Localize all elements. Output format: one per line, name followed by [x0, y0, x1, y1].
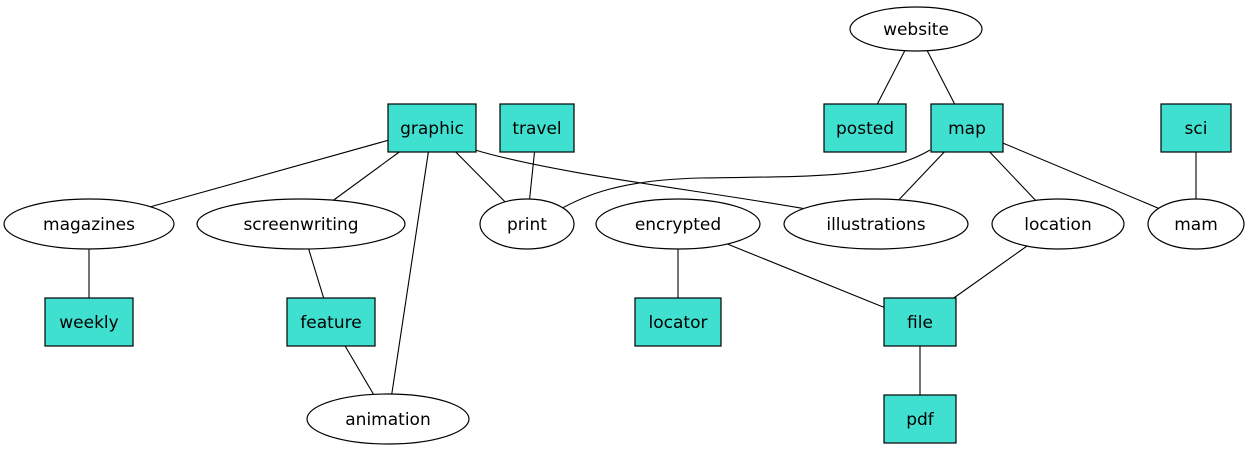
edge-graphic-print: [455, 151, 506, 203]
edge-graphic-screenwriting: [333, 151, 400, 201]
node-box-locator: [634, 297, 722, 347]
edge-encrypted-file: [727, 243, 885, 308]
nodes-layer: website graphic travel posted map sci magazine…: [3, 6, 1245, 445]
node-box-file: [883, 297, 957, 347]
node-box-weekly: [44, 297, 134, 347]
node-label-magazines: magazines: [43, 215, 135, 235]
node-ellipse-mam: [1147, 198, 1245, 250]
edge-website-posted: [876, 50, 906, 105]
edge-map-mam: [1002, 142, 1159, 209]
node-label-pdf: pdf: [906, 410, 935, 430]
node-label-graphic: graphic: [400, 119, 464, 139]
node-box-posted: [823, 103, 907, 153]
edge-screenwriting-feature: [308, 248, 325, 299]
node-box-travel: [499, 103, 575, 153]
node-label-animation: animation: [345, 410, 430, 430]
node-mam: mam: [1147, 198, 1245, 250]
node-label-website: website: [883, 20, 949, 40]
node-ellipse-location: [991, 198, 1125, 250]
node-label-print: print: [507, 215, 547, 235]
node-label-location: location: [1024, 215, 1091, 235]
node-label-screenwriting: screenwriting: [243, 215, 358, 235]
node-screenwriting: screenwriting: [196, 198, 406, 250]
node-label-posted: posted: [836, 119, 894, 139]
node-travel: travel: [499, 103, 575, 153]
node-label-map: map: [948, 119, 986, 139]
node-illustrations: illustrations: [783, 198, 969, 250]
node-box-pdf: [883, 394, 957, 444]
node-feature: feature: [286, 297, 376, 347]
node-ellipse-magazines: [3, 198, 175, 250]
edge-map-location: [989, 151, 1037, 201]
node-box-map: [930, 103, 1004, 153]
node-magazines: magazines: [3, 198, 175, 250]
node-encrypted: encrypted: [595, 198, 761, 250]
node-label-illustrations: illustrations: [826, 215, 925, 235]
edge-map-illustrations: [898, 151, 945, 201]
edge-feature-animation: [344, 345, 375, 395]
node-label-weekly: weekly: [59, 313, 118, 333]
node-box-graphic: [387, 103, 477, 153]
node-box-sci: [1160, 103, 1232, 153]
node-ellipse-screenwriting: [196, 198, 406, 250]
edges-layer: [88, 50, 1197, 395]
node-ellipse-website: [849, 6, 983, 52]
node-sci: sci: [1160, 103, 1232, 153]
node-label-travel: travel: [512, 119, 561, 139]
edge-location-file: [953, 245, 1028, 299]
node-label-locator: locator: [649, 313, 708, 333]
node-graphic: graphic: [387, 103, 477, 153]
node-label-mam: mam: [1174, 215, 1218, 235]
node-ellipse-encrypted: [595, 198, 761, 250]
node-map: map: [930, 103, 1004, 153]
node-label-file: file: [907, 313, 933, 333]
edge-travel-print: [529, 151, 536, 200]
node-ellipse-print: [479, 198, 575, 250]
node-posted: posted: [823, 103, 907, 153]
edge-map-print: [556, 149, 931, 212]
node-ellipse-illustrations: [783, 198, 969, 250]
edge-website-map: [926, 50, 956, 105]
node-label-feature: feature: [300, 313, 361, 333]
node-file: file: [883, 297, 957, 347]
node-ellipse-animation: [306, 393, 470, 445]
edge-graphic-magazines: [150, 139, 389, 208]
edge-graphic-animation: [391, 151, 429, 395]
node-box-feature: [286, 297, 376, 347]
node-label-encrypted: encrypted: [635, 215, 721, 235]
node-locator: locator: [634, 297, 722, 347]
edge-graphic-illustrations: [474, 149, 813, 211]
node-animation: animation: [306, 393, 470, 445]
node-location: location: [991, 198, 1125, 250]
node-pdf: pdf: [883, 394, 957, 444]
node-website: website: [849, 6, 983, 52]
node-print: print: [479, 198, 575, 250]
node-label-sci: sci: [1185, 119, 1208, 139]
node-weekly: weekly: [44, 297, 134, 347]
